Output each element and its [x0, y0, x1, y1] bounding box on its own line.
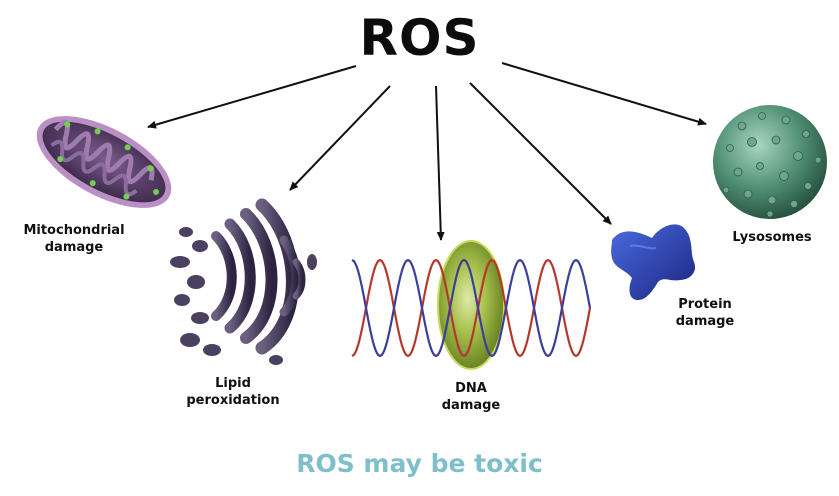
lysosome-illustration [713, 105, 827, 219]
dna-strand-red [351, 258, 592, 358]
label-lipid-line1: Lipid [215, 376, 251, 391]
golgi-illustration [170, 198, 317, 365]
arrow-to-dna [435, 85, 445, 241]
dna-strand-blue [351, 258, 592, 358]
label-lysosomes: Lysosomes [712, 229, 832, 246]
arrow-to-lipid [289, 85, 391, 191]
label-protein-line2: damage [675, 314, 735, 329]
arrow-to-protein [469, 82, 612, 225]
caption: ROS may be toxic [296, 449, 543, 478]
label-dna-line1: DNA [455, 381, 487, 396]
arrow-to-lysosomes [501, 62, 707, 126]
arrows [147, 62, 707, 241]
label-mitochondrial-damage: Mitochondrial damage [14, 222, 134, 256]
dna-capsule [437, 240, 505, 370]
arrow-to-mitochondria [147, 65, 357, 129]
label-dna-damage: DNA damage [416, 380, 526, 414]
label-lipid-line2: peroxidation [186, 393, 280, 408]
label-mitochondrial-line2: damage [44, 240, 104, 255]
label-protein-line1: Protein [678, 297, 732, 312]
label-dna-line2: damage [441, 398, 501, 413]
mitochondrion-illustration [36, 116, 172, 208]
label-mitochondrial-line1: Mitochondrial [23, 223, 125, 238]
dna-illustration [351, 240, 592, 370]
label-lipid-peroxidation: Lipid peroxidation [178, 375, 288, 409]
ros-title: ROS [359, 9, 480, 67]
label-protein-damage: Protein damage [650, 296, 760, 330]
protein-illustration [611, 224, 696, 300]
label-lysosomes-line1: Lysosomes [732, 230, 812, 245]
